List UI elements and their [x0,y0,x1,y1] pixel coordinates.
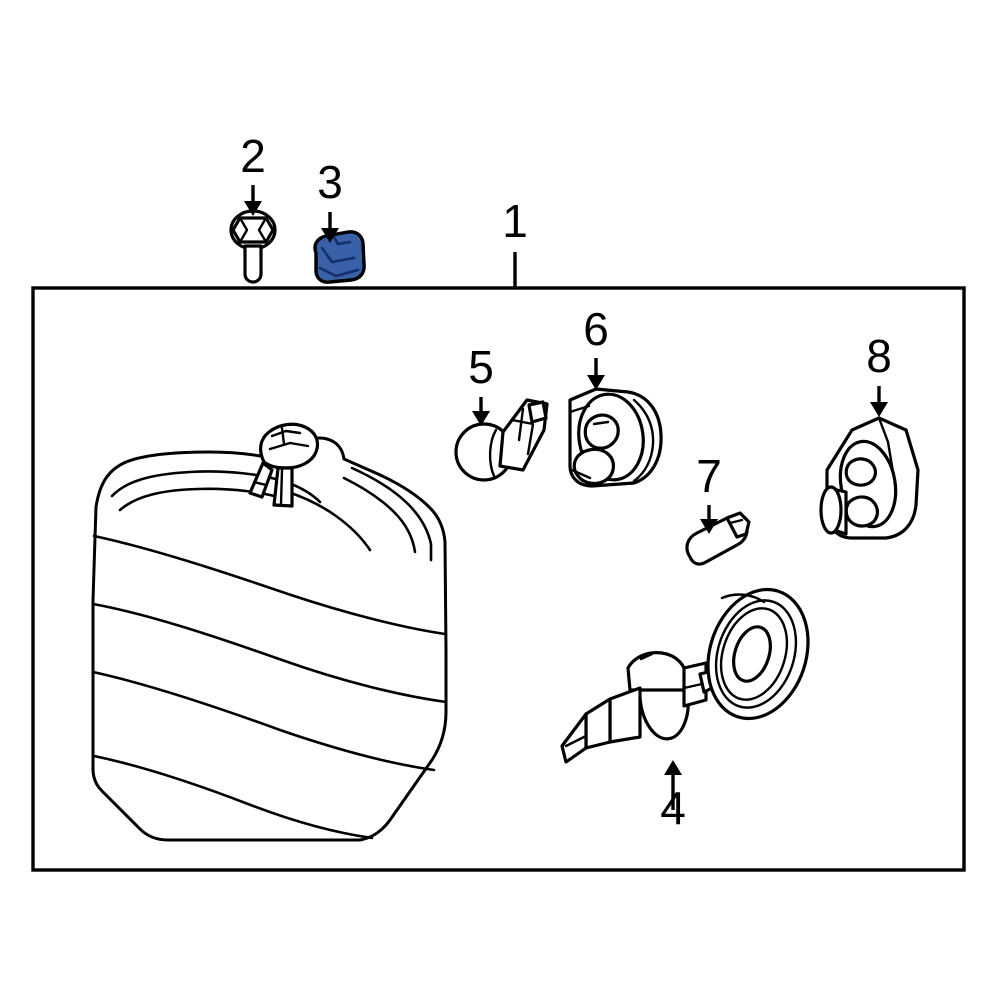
arrowhead-8 [870,402,888,417]
headlamp-mounting-tab [248,422,320,508]
large-bulb-socket [568,387,663,488]
callout-label-1: 1 [502,195,528,247]
callout-label-8: 8 [866,330,892,382]
arrowhead-5 [472,411,490,426]
callout-label-7: 7 [696,450,722,502]
small-wedge-bulb [685,511,751,566]
blue-retainer-clip [313,230,366,284]
halogen-headlight-bulb [560,651,718,764]
callout-label-2: 2 [240,130,266,182]
bulb-sealing-ring [706,587,810,721]
headlamp-housing [91,422,448,842]
callout-numbers: 1 2 3 4 5 6 7 8 [240,130,892,834]
small-bulb-socket [819,416,920,540]
arrowhead-6 [587,375,605,390]
arrowhead-7 [700,519,718,534]
arrowhead-2 [244,201,262,216]
callout-label-6: 6 [583,303,609,355]
park-turn-signal-bulb [454,398,549,482]
callout-label-4: 4 [660,782,686,834]
arrowhead-3 [321,228,339,243]
assembly-boundary-box [31,286,966,872]
callout-leaders [244,185,888,810]
callout-label-3: 3 [317,156,343,208]
callout-label-5: 5 [468,341,494,393]
hex-flange-bolt [229,209,277,284]
arrowhead-4 [664,760,682,775]
